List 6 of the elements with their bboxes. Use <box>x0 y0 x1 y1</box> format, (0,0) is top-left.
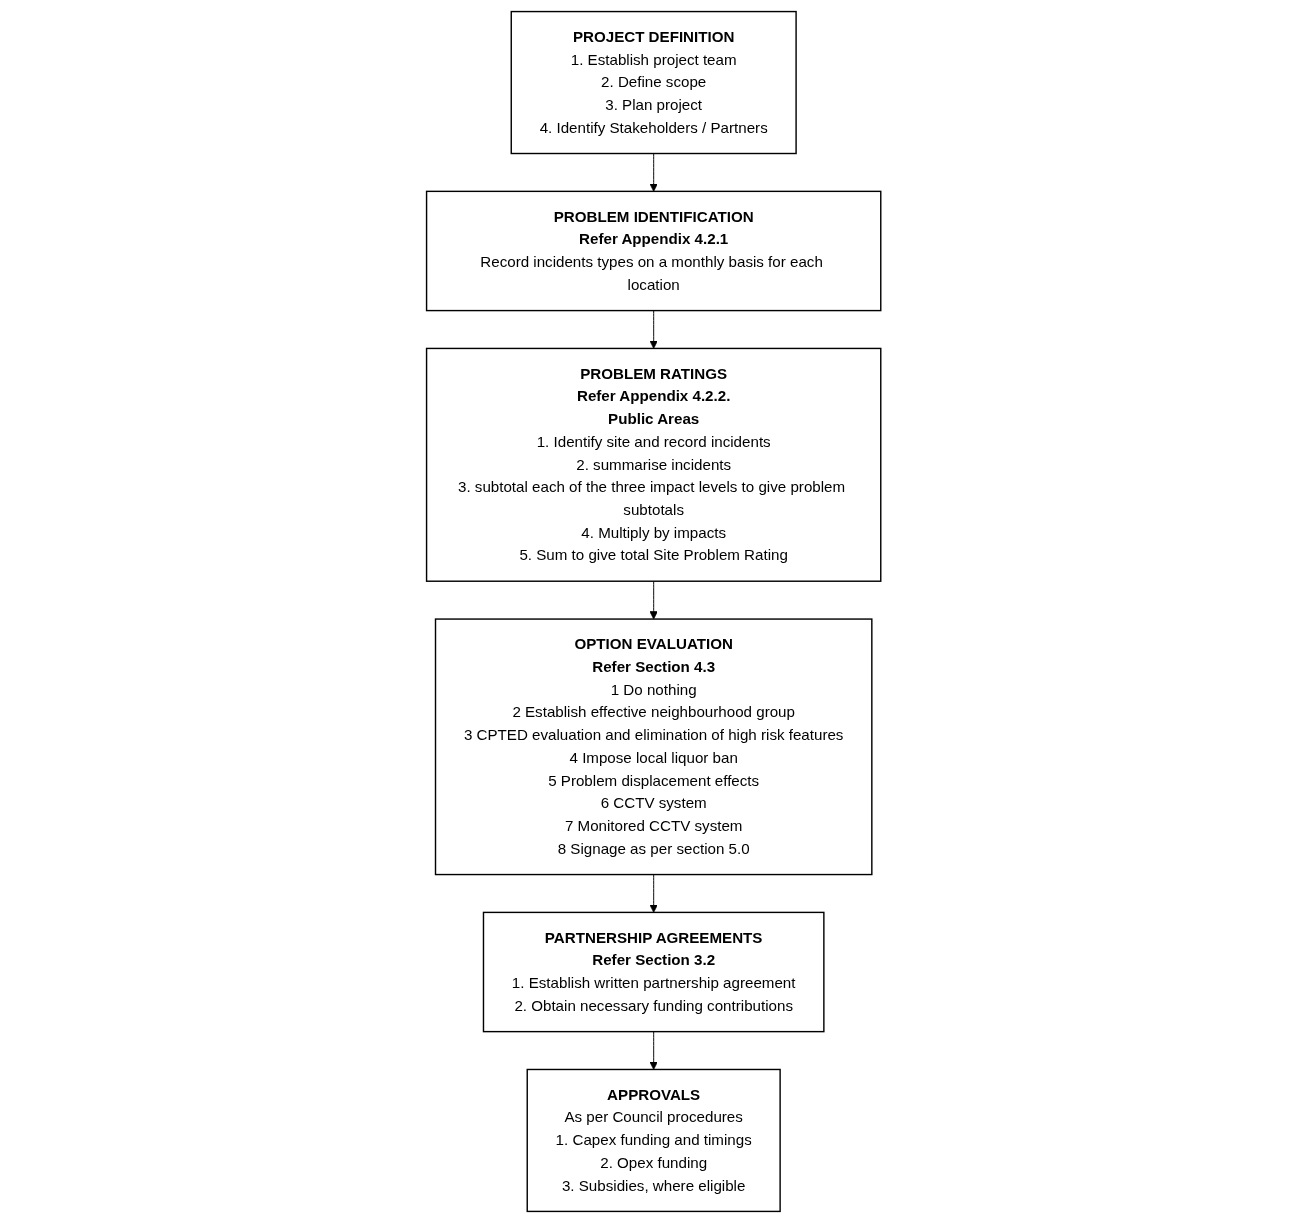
node-box: APPROVALS As per Council procedures 1. Capex funding and timings 2. Opex funding 3. Subsidies, where eligible <box>526 1068 782 1213</box>
node-box: PARTNERSHIP AGREEMENTS Refer Section 3.2 1. Establish written partnership agreement 2. Obtain necessary funding contributions <box>483 911 825 1033</box>
node-box: PROJECT DEFINITION 1. Establish project team 2. Define scope 3. Plan project 4. Identify Stakeholders / Partners <box>510 10 798 155</box>
node-box: OPTION EVALUATION Refer Section 4.3 1 Do nothing 2 Establish effective neighbourhood group 3 CPTED evaluation and elimination of high risk features 4 Impose local liquor ban 5 Problem displacement effects 6 CCTV system 7 Monitored CCTV system 8 Signage as per section 5.0 <box>435 618 873 876</box>
node-box: PROBLEM IDENTIFICATION Refer Appendix 4.2.1 Record incidents types on a monthly basis for each location <box>426 190 882 312</box>
node-box: PROBLEM RATINGS Refer Appendix 4.2.2. Public Areas 1. Identify site and record incidents 2. summarise incidents 3. subtotal each of the three impact levels to give problem subtotals 4. Multiply by impacts 5. Sum to give total Site Problem Rating <box>426 347 882 582</box>
